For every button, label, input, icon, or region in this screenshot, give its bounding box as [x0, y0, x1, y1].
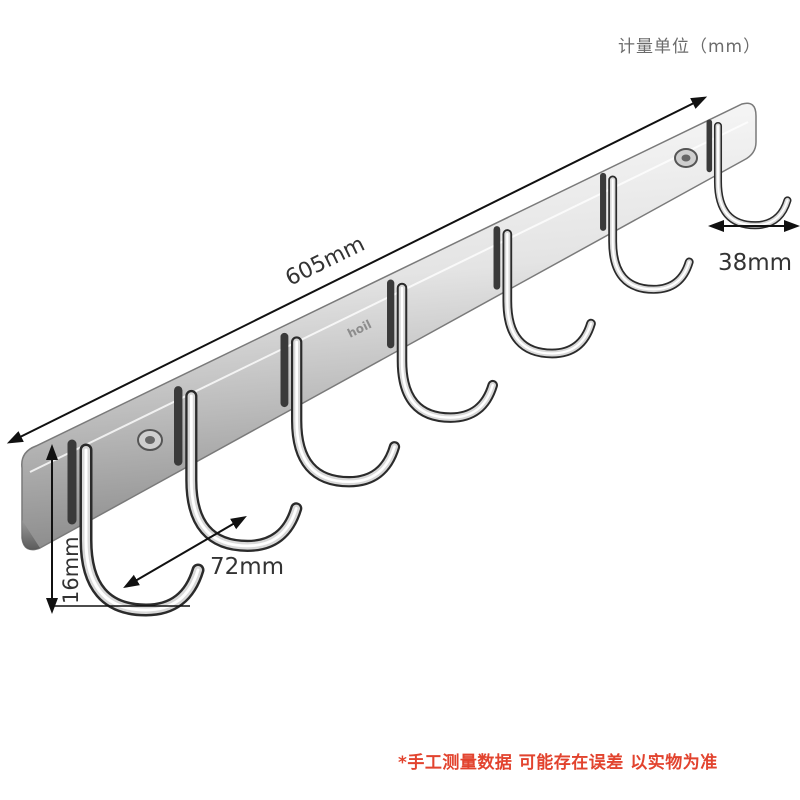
screw-right: [674, 148, 698, 168]
hook-depth-label: 38mm: [718, 250, 792, 276]
length-dimension-line: [6, 96, 708, 444]
screw-left: [137, 429, 163, 451]
measurement-disclaimer: *手工测量数据 可能存在误差 以实物为准: [398, 753, 718, 773]
spacing-dimension-line: [123, 515, 247, 589]
hook-spacing-label: 72mm: [210, 554, 284, 580]
total-length-label: 605mm: [282, 232, 369, 292]
unit-note: 计量单位（mm）: [618, 37, 762, 57]
plate-height-label: 16mm: [59, 536, 83, 604]
hook-wire: [84, 448, 200, 612]
dimension-lines: [6, 96, 800, 614]
hook: [67, 439, 205, 617]
